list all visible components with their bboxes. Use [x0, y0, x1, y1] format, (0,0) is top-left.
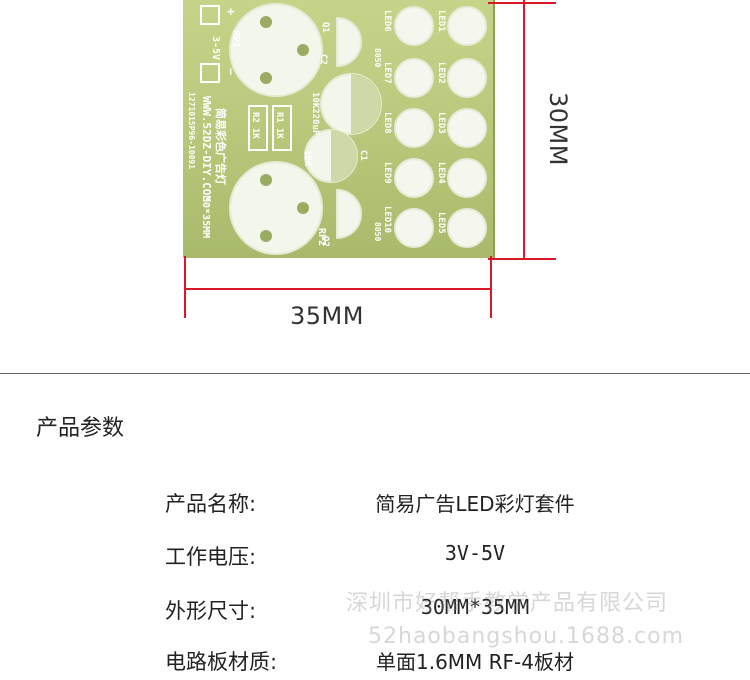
rp2-pad: [229, 161, 323, 255]
pcb-size-text: 30*35MM: [200, 196, 211, 238]
pcb-led8-label: LED8: [382, 112, 392, 134]
param-row-name: 产品名称: 简易广告LED彩灯套件: [0, 488, 750, 522]
section-divider: [0, 373, 750, 374]
pcb-q1-label: Q1: [320, 22, 330, 33]
pcb-r1-label: R1: [274, 112, 284, 123]
dimension-tick-right: [490, 256, 492, 318]
param-value: 30MM*35MM: [420, 595, 530, 619]
rp2-hole: [260, 230, 272, 242]
dimension-line-width: [184, 288, 492, 290]
rp1-pad: [229, 3, 323, 97]
pcb-minus-sign: −: [224, 68, 238, 75]
rp1-hole: [260, 16, 272, 28]
pcb-r2-value: 1K: [250, 128, 260, 139]
watermark-url: 52haobangshou.1688.com: [368, 624, 685, 649]
param-label: 产品名称:: [165, 492, 257, 516]
pcb-r1-value: 1K: [274, 128, 284, 139]
pcb-led2-label: LED2: [436, 62, 446, 84]
led-pad: [447, 108, 487, 148]
pcb-led4-label: LED4: [436, 162, 446, 184]
pcb-led7-label: LED7: [382, 62, 392, 84]
pcb-q1-type: 8050: [373, 48, 382, 67]
pcb-led3-label: LED3: [436, 112, 446, 134]
resistor-r2: [248, 105, 268, 151]
param-label: 工作电压:: [165, 545, 257, 569]
pcb-board: 3-5V + − 1271015P96-10091 RP1 RP2 WWW.52…: [183, 0, 495, 258]
pcb-voltage-text: 3-5V: [210, 36, 221, 60]
watermark-company: 深圳市好帮手教学产品有限公司: [346, 591, 669, 616]
param-row-material: 电路板材质: 单面1.6MM RF-4板材: [0, 646, 750, 680]
pcb-url-text: WWW.52DZ-DIY.COM: [200, 96, 213, 202]
resistor-r1: [272, 105, 292, 151]
led-pad: [447, 158, 487, 198]
param-row-size: 外形尺寸: 30MM*35MM: [0, 595, 750, 629]
product-photo-area: 3-5V + − 1271015P96-10091 RP1 RP2 WWW.52…: [183, 0, 572, 330]
param-row-voltage: 工作电压: 3V-5V: [0, 541, 750, 575]
param-label: 电路板材质:: [165, 650, 278, 674]
power-pad-minus: [200, 63, 220, 83]
dimension-tick-left: [184, 256, 186, 318]
pcb-rp2-label: RP2: [316, 228, 327, 246]
pcb-cap-value: 10K220uF: [310, 92, 320, 135]
led-pad: [394, 6, 434, 46]
pcb-rp1-label: RP1: [230, 30, 241, 48]
led-pad: [394, 108, 434, 148]
led-pad: [447, 208, 487, 248]
rp2-hole: [297, 202, 309, 214]
pcb-led9-label: LED9: [382, 162, 392, 184]
pcb-code-text: 1271015P96-10091: [187, 92, 196, 169]
capacitor-c1-stripe: [331, 130, 357, 182]
dimension-tick-top: [488, 2, 556, 4]
transistor-q1: [336, 16, 362, 68]
param-value: 简易广告LED彩灯套件: [375, 492, 575, 516]
rp2-hole: [260, 174, 272, 186]
param-value: 3V-5V: [444, 541, 506, 565]
height-dimension-label: 30MM: [544, 92, 572, 166]
power-pad-plus: [200, 5, 220, 25]
led-pad: [447, 6, 487, 46]
pcb-led10-label: LED10: [382, 206, 392, 233]
param-label: 外形尺寸:: [165, 599, 257, 623]
pcb-q2-type: 8050: [373, 222, 382, 241]
pcb-c1-label: C1: [358, 150, 368, 161]
param-value: 单面1.6MM RF-4板材: [375, 650, 575, 674]
rp1-hole: [297, 44, 309, 56]
led-pad: [447, 58, 487, 98]
led-pad: [394, 158, 434, 198]
pcb-led1-label: LED1: [436, 10, 446, 32]
width-dimension-label: 35MM: [290, 302, 364, 330]
transistor-q2: [336, 188, 362, 240]
pcb-artwork: 3-5V + − 1271015P96-10091 RP1 RP2 WWW.52…: [187, 3, 487, 255]
pcb-led6-label: LED6: [382, 10, 392, 32]
capacitor-c2-stripe: [351, 74, 381, 134]
pcb-res-value: 10K: [302, 150, 312, 167]
pcb-r2-label: R2: [250, 112, 260, 123]
led-pad: [394, 58, 434, 98]
pcb-led5-label: LED5: [436, 212, 446, 234]
section-title: 产品参数: [36, 416, 125, 441]
rp1-hole: [260, 72, 272, 84]
pcb-plus-sign: +: [224, 8, 238, 15]
dimension-tick-bottom: [488, 258, 556, 260]
pcb-title-text: 简易彩色广告灯: [214, 108, 228, 185]
pcb-c2-label: C2: [318, 54, 328, 65]
led-pad: [394, 208, 434, 248]
pcb-q2-label: Q2: [320, 236, 330, 247]
dimension-line-height: [523, 0, 525, 260]
